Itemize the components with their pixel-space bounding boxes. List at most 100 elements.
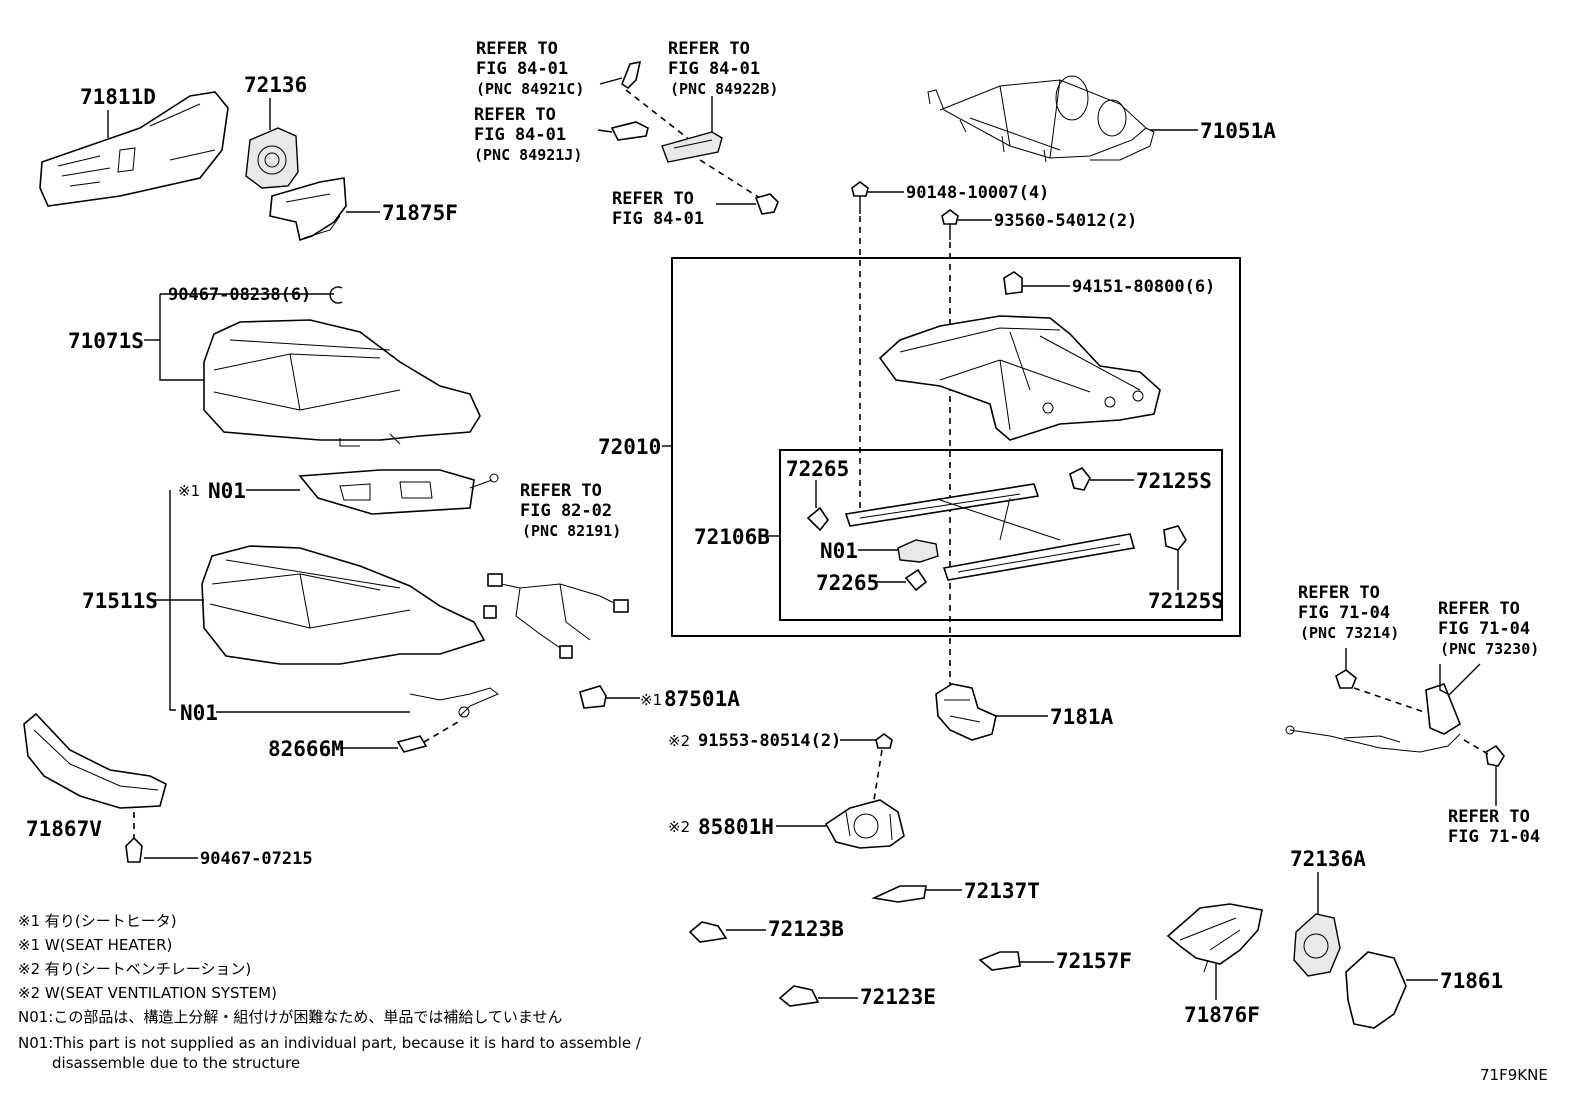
label-72265-b: 72265: [816, 571, 879, 595]
note-6: N01:This part is not supplied as an indi…: [18, 1034, 642, 1052]
dashed-line-82666M: [423, 721, 459, 743]
note-3: ※2 有り(シートベンチレーション): [18, 960, 251, 978]
label-refer-7104-c-line1: REFER TO: [1448, 807, 1530, 827]
part-72123B-drawing: [688, 921, 728, 943]
label-refer-73230-line1: REFER TO: [1438, 599, 1520, 619]
label-71861: 71861: [1440, 969, 1503, 993]
label-refer-84921C-line2: FIG 84-01: [476, 59, 568, 79]
part-90467-07215-clip-drawing: [125, 836, 143, 863]
label-refer-73214-line1: REFER TO: [1298, 583, 1380, 603]
label-refer-73230-line2: FIG 71-04: [1438, 619, 1530, 639]
part-84922B-handle-drawing: [661, 131, 723, 163]
note-4: ※2 W(SEAT VENTILATION SYSTEM): [18, 984, 277, 1002]
label-refer-84922B-line1: REFER TO: [668, 39, 750, 59]
label-71867V: 71867V: [26, 817, 102, 841]
assembly-72106B-box: [779, 449, 1223, 621]
note-7: disassemble due to the structure: [52, 1054, 300, 1072]
label-71876F: 71876F: [1184, 1003, 1260, 1027]
label-90148: 90148-10007(4): [906, 183, 1049, 203]
label-91553: 91553-80514(2): [698, 731, 841, 751]
part-71867V-trim-drawing: [23, 712, 167, 809]
label-71051A: 71051A: [1200, 119, 1276, 143]
part-71051A-frame-drawing: [927, 75, 1155, 163]
note-2: ※1 W(SEAT HEATER): [18, 936, 172, 954]
dashed-line-73214: [1353, 687, 1425, 713]
part-87501A-drawing: [579, 685, 607, 709]
part-N01-sensor-drawing: [409, 687, 499, 718]
label-72123E: 72123E: [860, 985, 936, 1009]
label-85801H: 85801H: [698, 815, 774, 839]
label-refer-84921J-line2: FIG 84-01: [474, 125, 566, 145]
label-refer-84921J-line1: REFER TO: [474, 105, 556, 125]
label-72136: 72136: [244, 73, 307, 97]
part-71071S-cover-drawing: [203, 319, 481, 447]
legend-notes: ※1 有り(シートヒータ) ※1 W(SEAT HEATER) ※2 有り(シー…: [18, 912, 642, 1072]
label-pnc-82191: (PNC 82191): [522, 522, 621, 540]
label-82666M: 82666M: [268, 737, 344, 761]
label-refer-84921C-line1: REFER TO: [476, 39, 558, 59]
part-72157F-drawing: [978, 951, 1021, 971]
label-90467-08238: 90467-08238(6): [168, 285, 311, 305]
part-71811D-cover-drawing: [39, 91, 229, 207]
part-85801H-fan-drawing: [824, 799, 905, 849]
part-72136-knob-drawing: [245, 127, 299, 189]
label-87501A: 87501A: [664, 687, 740, 711]
label-90467-07215: 90467-07215: [200, 849, 313, 869]
part-clip-84921C-drawing: [621, 60, 642, 90]
part-harness-82191-drawing: [483, 573, 629, 659]
label-refer-84922B-line2: FIG 84-01: [668, 59, 760, 79]
part-71876F-drawing: [1166, 903, 1263, 973]
part-82666M-drawing: [396, 735, 428, 753]
label-72125S-b: 72125S: [1148, 589, 1224, 613]
assembly-72010-box: [671, 257, 1241, 637]
part-71875F-bracket-drawing: [269, 177, 347, 242]
label-72157F: 72157F: [1056, 949, 1132, 973]
label-refer-7104-c-line2: FIG 71-04: [1448, 827, 1540, 847]
label-n01-top-mark: ※1: [178, 482, 200, 500]
part-72265-a-drawing: [806, 506, 829, 532]
dashed-line-91553: [873, 749, 883, 801]
label-7181A: 7181A: [1050, 705, 1114, 729]
label-91553-mark: ※2: [668, 732, 690, 750]
label-refer-screw-line2: FIG 84-01: [612, 209, 704, 229]
label-72136A: 72136A: [1290, 847, 1366, 871]
part-91553-bolt-drawing: [875, 733, 893, 749]
clip-c-icon: [329, 286, 343, 304]
label-71811D: 71811D: [80, 85, 156, 109]
part-screw-fig84-drawing: [754, 193, 779, 215]
part-72136A-knob-drawing: [1293, 913, 1341, 977]
label-85801H-mark: ※2: [668, 818, 690, 836]
part-72137T-drawing: [871, 885, 927, 903]
label-pnc-73214: (PNC 73214): [1300, 624, 1399, 642]
dashed-line-screw: [699, 159, 761, 199]
label-72010: 72010: [598, 435, 661, 459]
label-n01-mid: N01: [820, 539, 858, 563]
label-94151: 94151-80800(6): [1072, 277, 1215, 297]
part-72125S-a-drawing: [1069, 466, 1091, 491]
label-pnc-73230: (PNC 73230): [1440, 640, 1539, 658]
part-71511S-pad-drawing: [201, 545, 486, 665]
part-fig7104-grommet-drawing: [1485, 744, 1505, 767]
part-72123E-drawing: [778, 985, 820, 1007]
part-73214-grommet-drawing: [1335, 669, 1357, 689]
label-pnc-84921J: (PNC 84921J): [474, 146, 582, 164]
label-72265-a: 72265: [786, 457, 849, 481]
label-87501A-mark: ※1: [640, 691, 662, 709]
part-harness-71-04-drawing: [1285, 683, 1461, 753]
part-seat-rails-drawing: [844, 483, 1136, 581]
label-71511S: 71511S: [82, 589, 158, 613]
part-72125S-b-drawing: [1163, 525, 1187, 551]
part-84921J-drawing: [610, 121, 649, 141]
label-72125S-a: 72125S: [1136, 469, 1212, 493]
label-72123B: 72123B: [768, 917, 844, 941]
label-93560: 93560-54012(2): [994, 211, 1137, 231]
label-72137T: 72137T: [964, 879, 1040, 903]
figure-code: 71F9KNE: [1480, 1066, 1548, 1084]
label-72106B: 72106B: [694, 525, 770, 549]
label-71071S: 71071S: [68, 329, 144, 353]
label-refer-82191-line2: FIG 82-02: [520, 501, 612, 521]
label-pnc-84922B: (PNC 84922B): [670, 80, 778, 98]
note-5: N01:この部品は、構造上分解・組付けが困難なため、単品では補給していません: [18, 1008, 562, 1026]
part-71861-cover-drawing: [1345, 951, 1407, 1029]
part-72265-b-drawing: [904, 568, 928, 592]
